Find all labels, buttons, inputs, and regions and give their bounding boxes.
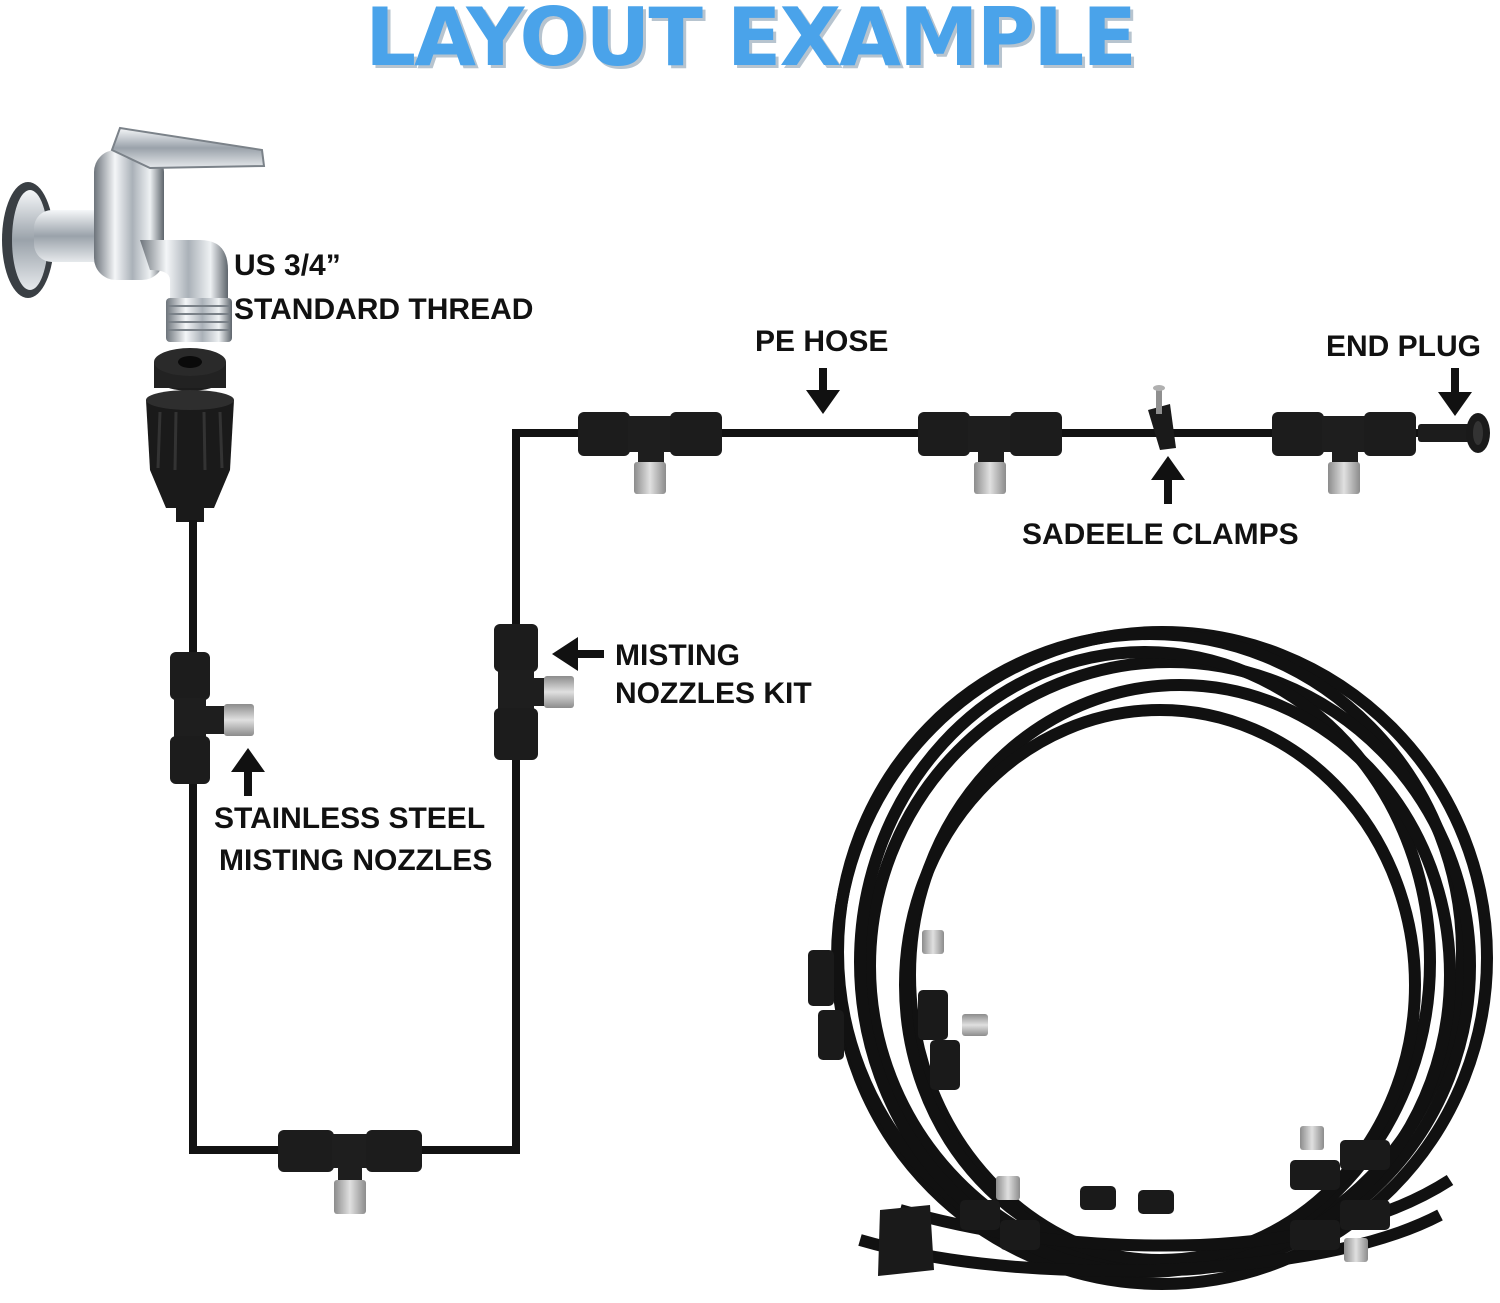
misting-nozzle-icon [544,676,574,708]
page-title: LAYOUT EXAMPLE [365,0,1137,84]
thread-label: US 3/4” STANDARD THREAD [234,247,533,329]
misting-nozzle-icon [974,462,1006,494]
faucet-icon [2,126,266,342]
coiled-hose-icon [831,626,1493,1290]
tee-fitting-icon [918,412,1062,466]
tee-fitting-icon [170,652,226,784]
thread-label-line1: US 3/4” [234,249,341,282]
kit-label: MISTING NOZZLES KIT [615,637,812,713]
pe-hose-line [189,429,1425,1154]
misting-nozzle-icon [334,1180,366,1214]
arrow-icon [231,368,1472,796]
tee-fitting-icon [494,624,546,760]
tee-fitting-icon [1272,412,1416,466]
kit-label-line2: NOZZLES KIT [615,677,812,710]
nozzles-label-line2: MISTING NOZZLES [219,844,493,877]
misting-nozzle-icon [634,462,666,494]
saddle-clamp-icon [1148,385,1176,450]
kit-label-line1: MISTING [615,639,740,672]
misting-nozzle-icon [1328,462,1360,494]
nozzles-label: STAINLESS STEEL MISTING NOZZLES [214,800,492,880]
misting-nozzle-icon [224,704,254,736]
tee-fitting-icon [278,1130,422,1182]
pe-hose-label: PE HOSE [755,325,889,358]
misting-nozzle-icon [922,930,1368,1262]
hose-adapter-icon [146,348,234,522]
thread-label-line2: STANDARD THREAD [234,293,534,326]
end-plug-label: END PLUG [1326,330,1482,363]
tee-fitting-icon [578,412,722,466]
nozzles-label-line1: STAINLESS STEEL [214,802,486,835]
clamps-label: SADEELE CLAMPS [1022,518,1299,551]
tee-fitting-icon [808,950,1390,1276]
end-plug-icon [1418,413,1490,453]
